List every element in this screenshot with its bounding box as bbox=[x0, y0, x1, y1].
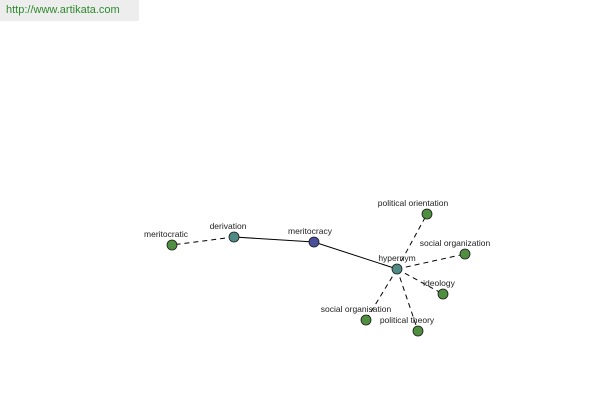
node-meritocracy[interactable]: meritocracy bbox=[288, 226, 333, 248]
node-political-theory[interactable]: political theory bbox=[380, 315, 435, 337]
edges-layer bbox=[171, 213, 466, 332]
node-label-meritocratic: meritocratic bbox=[144, 229, 189, 239]
node-circle-political-theory[interactable] bbox=[412, 325, 424, 337]
node-circle-derivation[interactable] bbox=[228, 231, 240, 243]
node-circle-meritocratic[interactable] bbox=[166, 239, 178, 251]
edge-hypernym-social-organisation bbox=[365, 268, 398, 321]
node-circle-ideology[interactable] bbox=[437, 288, 449, 300]
edge-hypernym-political-theory bbox=[396, 268, 419, 332]
node-derivation[interactable]: derivation bbox=[210, 221, 247, 243]
nodes-layer: meritocracy derivation hypernym meritocrati… bbox=[144, 198, 491, 337]
node-hypernym[interactable]: hypernym bbox=[378, 253, 416, 275]
site-url-link[interactable]: http://www.artikata.com bbox=[0, 0, 139, 21]
node-social-organisation[interactable]: social organisation bbox=[321, 304, 392, 326]
node-circle-social-organisation[interactable] bbox=[360, 314, 372, 326]
node-label-social-organisation: social organisation bbox=[321, 304, 392, 314]
edge-meritocracy-derivation bbox=[233, 236, 315, 243]
node-ideology[interactable]: ideology bbox=[423, 278, 456, 300]
node-label-ideology: ideology bbox=[423, 278, 455, 288]
node-label-social-organization: social organization bbox=[420, 238, 491, 248]
edge-hypernym-social-organization bbox=[396, 253, 466, 270]
node-circle-hypernym[interactable] bbox=[391, 263, 403, 275]
node-social-organization[interactable]: social organization bbox=[420, 238, 491, 260]
edge-hypernym-political-orientation bbox=[396, 213, 428, 270]
node-circle-meritocracy[interactable] bbox=[308, 236, 320, 248]
node-label-derivation: derivation bbox=[210, 221, 247, 231]
node-label-hypernym: hypernym bbox=[378, 253, 415, 263]
edge-meritocracy-hypernym bbox=[313, 241, 398, 270]
node-label-political-theory: political theory bbox=[380, 315, 435, 325]
node-circle-social-organization[interactable] bbox=[459, 248, 471, 260]
node-label-meritocracy: meritocracy bbox=[288, 226, 333, 236]
edge-derivation-meritocratic bbox=[171, 236, 235, 246]
node-political-orientation[interactable]: political orientation bbox=[378, 198, 449, 220]
node-meritocratic[interactable]: meritocratic bbox=[144, 229, 189, 251]
node-circle-political-orientation[interactable] bbox=[421, 208, 433, 220]
node-label-political-orientation: political orientation bbox=[378, 198, 449, 208]
